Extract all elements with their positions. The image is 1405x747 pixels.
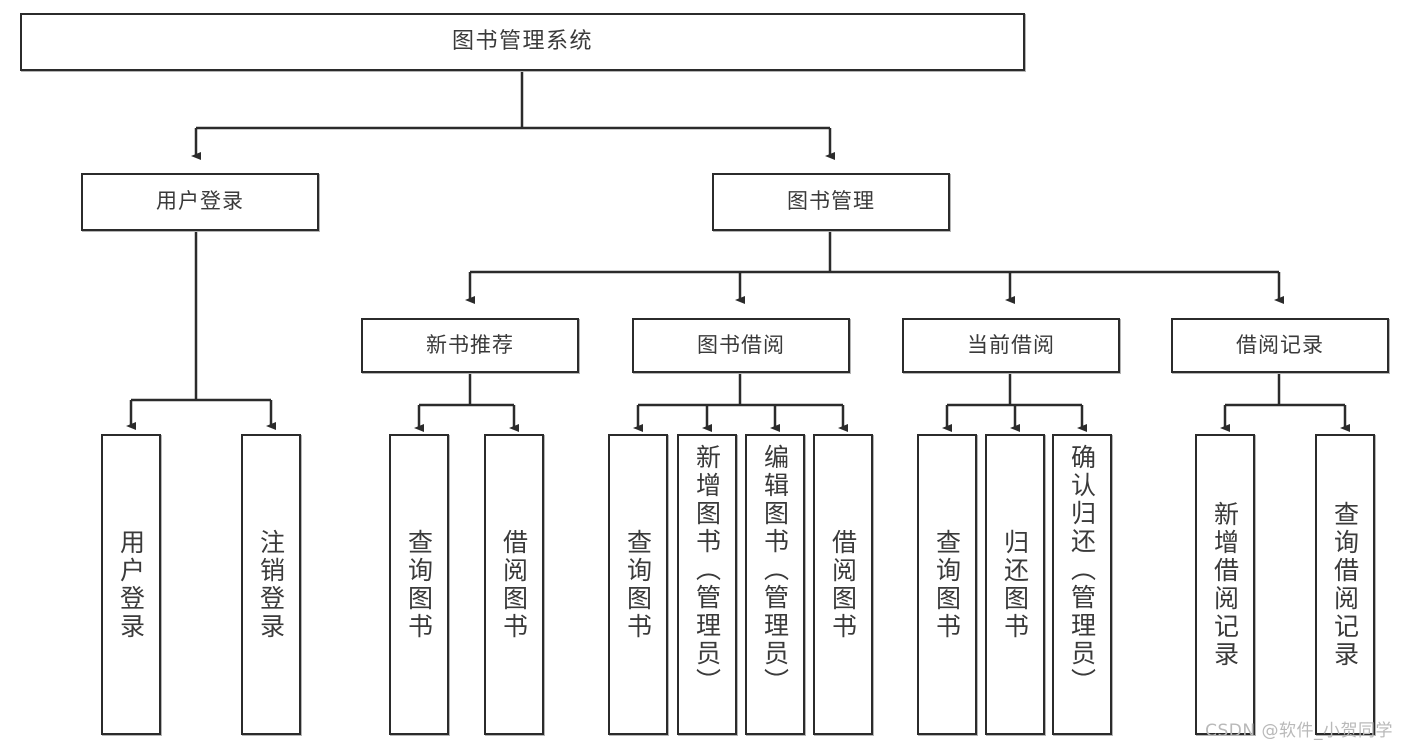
node-label: 借阅图书 (499, 528, 529, 641)
node-label: 查询图书 (404, 528, 434, 641)
node-current-borrow[interactable]: 当前借阅 (902, 318, 1120, 373)
node-label: 用户登录 (156, 189, 244, 214)
node-label: 新增图书（管理员） (692, 444, 722, 696)
leaf-borrow-record-add-record[interactable]: 新增借阅记录 (1195, 434, 1255, 735)
node-book-borrow[interactable]: 图书借阅 (632, 318, 850, 373)
leaf-user-login-logout[interactable]: 注销登录 (241, 434, 301, 735)
node-label: 图书管理系统 (451, 28, 593, 54)
node-label: 新书推荐 (426, 332, 514, 357)
leaf-current-borrow-query-book[interactable]: 查询图书 (917, 434, 977, 735)
node-user-login[interactable]: 用户登录 (81, 173, 319, 231)
node-label: 图书管理 (787, 189, 875, 214)
node-label: 图书借阅 (697, 332, 785, 357)
leaf-book-borrow-borrow-book[interactable]: 借阅图书 (813, 434, 873, 735)
leaf-current-borrow-confirm-return-admin[interactable]: 确认归还（管理员） (1052, 434, 1112, 735)
leaf-book-borrow-query-book[interactable]: 查询图书 (608, 434, 668, 735)
leaf-new-book-query-book[interactable]: 查询图书 (389, 434, 449, 735)
node-root-book-management-system[interactable]: 图书管理系统 (20, 13, 1025, 71)
node-label: 借阅图书 (828, 528, 858, 641)
node-label: 查询借阅记录 (1330, 500, 1360, 669)
leaf-current-borrow-return-book[interactable]: 归还图书 (985, 434, 1045, 735)
node-label: 归还图书 (1000, 528, 1030, 641)
leaf-new-book-borrow-book[interactable]: 借阅图书 (484, 434, 544, 735)
node-label: 查询图书 (623, 528, 653, 641)
node-label: 当前借阅 (967, 332, 1055, 357)
node-label: 新增借阅记录 (1210, 500, 1240, 669)
leaf-user-login-login[interactable]: 用户登录 (101, 434, 161, 735)
leaf-book-borrow-edit-book-admin[interactable]: 编辑图书（管理员） (745, 434, 805, 735)
leaf-borrow-record-query-record[interactable]: 查询借阅记录 (1315, 434, 1375, 735)
node-borrow-record[interactable]: 借阅记录 (1171, 318, 1389, 373)
leaf-book-borrow-add-book-admin[interactable]: 新增图书（管理员） (677, 434, 737, 735)
node-label: 编辑图书（管理员） (760, 444, 790, 696)
node-new-book-recommend[interactable]: 新书推荐 (361, 318, 579, 373)
node-book-management[interactable]: 图书管理 (712, 173, 950, 231)
node-label: 借阅记录 (1236, 332, 1324, 357)
watermark-text: CSDN @软件_小贺同学 (1205, 721, 1393, 741)
node-label: 查询图书 (932, 528, 962, 641)
node-label: 用户登录 (116, 528, 146, 641)
node-label: 确认归还（管理员） (1067, 444, 1097, 696)
node-label: 注销登录 (256, 528, 286, 641)
